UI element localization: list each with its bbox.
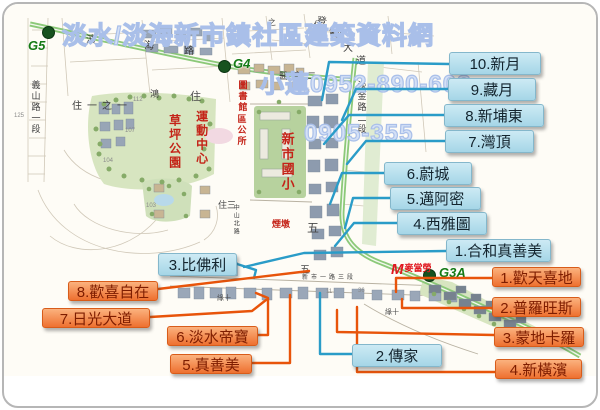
map-label: 103 <box>146 203 157 209</box>
callout-beverly: 3.比佛利 <box>158 253 237 276</box>
callout-weicheng: 6.蔚城 <box>384 162 472 185</box>
map-label: 新市一路三段 <box>302 275 357 281</box>
landmark-label: 草坪公園 <box>167 114 182 170</box>
callout-riguangdadao: 7.日光大道 <box>42 308 150 328</box>
landmark-label: 新市國小 <box>279 132 295 192</box>
map-label: 住三 <box>218 200 237 210</box>
callout-wanding: 7.灣頂 <box>445 130 534 153</box>
callout-miami: 5.邁阿密 <box>390 187 481 210</box>
callout-label: 3.蒙地卡羅 <box>502 329 576 347</box>
station-label: G3A <box>439 265 466 280</box>
station-label: G4 <box>233 56 251 71</box>
callout-label: 1.歡天喜地 <box>500 269 573 287</box>
station-label: G5 <box>28 38 46 53</box>
callout-montecarlo: 3.蒙地卡羅 <box>494 327 584 347</box>
callout-huantianxidi: 1.歡天喜地 <box>492 267 581 287</box>
map-label: 綠十 <box>217 295 231 302</box>
landmark-label: 煙墩 <box>272 219 291 229</box>
map-label: 大 <box>343 43 353 54</box>
map-label: 住 <box>190 91 201 103</box>
callout-cangyue: 9.藏月 <box>448 78 536 101</box>
map-label: 醫專二 <box>279 71 322 81</box>
map-label: 登 <box>317 17 327 28</box>
callout-label: 4.西雅圖 <box>413 216 471 233</box>
callout-label: 4.新橫濱 <box>509 361 568 379</box>
map-label: 五 <box>307 221 320 235</box>
map-label: 125 <box>14 113 25 119</box>
map-label: 112 <box>133 97 143 103</box>
callout-hehezhenshanmei: 1.合和真善美 <box>446 239 551 262</box>
map-label: 路 <box>184 46 194 57</box>
station-dot-icon <box>42 26 55 39</box>
callout-label: 7.日光大道 <box>59 310 133 328</box>
station-dot-icon <box>218 60 231 73</box>
callout-layer: 10.新月 9.藏月 8.新埔東 7.灣頂 6.蔚城 5.邁阿密 4.西雅圖 1.合和真善美 3… <box>4 4 596 406</box>
callout-label: 5.邁阿密 <box>406 191 465 208</box>
map-label: 之一 <box>267 18 277 38</box>
landmark-label: 運動中心 <box>194 110 209 166</box>
callout-label: 8.新埔東 <box>465 108 523 125</box>
map-label: 住一之一 <box>72 101 132 112</box>
map-label: 義山路一段 <box>30 80 41 135</box>
callout-label: 10.新月 <box>469 56 521 73</box>
landmark-label: 區公所 <box>236 114 247 147</box>
map-label: 海 <box>144 41 154 52</box>
map-label: 104 <box>103 158 114 164</box>
callout-xinhengbin: 4.新橫濱 <box>495 359 582 379</box>
callout-label: 6.淡水帝寶 <box>176 328 249 346</box>
map-label: 住五 <box>312 20 323 42</box>
callout-zhenshanmei: 5.真善美 <box>170 354 252 374</box>
callout-danshuidibao: 6.淡水帝寶 <box>167 326 258 346</box>
map-label: 鴻 <box>150 89 160 99</box>
callout-huanxizizai: 8.歡喜自在 <box>68 281 158 301</box>
map-label: 107 <box>125 128 136 134</box>
map-label: 17 <box>303 90 310 96</box>
map-label: 36 <box>358 288 365 294</box>
callout-seattle: 4.西雅圖 <box>397 212 487 235</box>
callout-label: 6.蔚城 <box>406 166 450 183</box>
map-label: 濱 <box>86 35 96 46</box>
callout-label: 2.傳家 <box>375 348 419 365</box>
callout-xinyue: 10.新月 <box>449 52 541 75</box>
callout-chuanjia: 2.傳家 <box>352 344 442 367</box>
landmark-label: 圖書館 <box>237 80 248 113</box>
map-label: 電信 <box>329 28 345 37</box>
map-text-layer: 濱海路義山路一段住一之一醫專二登輝大道淡金路二段中山北路新市一路三段電信鴻之一住… <box>4 4 596 406</box>
map-label: 中山北路 <box>232 204 239 236</box>
callout-label: 3.比佛利 <box>168 257 227 274</box>
map-label: 輝 <box>330 30 340 41</box>
callout-label: 8.歡喜自在 <box>76 283 150 301</box>
callout-label: 2.普羅旺斯 <box>500 299 573 317</box>
callout-label: 7.灣頂 <box>468 134 511 151</box>
callout-xinpudong: 8.新埔東 <box>444 104 544 127</box>
callout-label: 1.合和真善美 <box>454 243 543 260</box>
callout-label: 5.真善美 <box>182 356 240 374</box>
callout-label: 9.藏月 <box>470 82 514 99</box>
callout-provence: 2.普羅旺斯 <box>492 297 581 317</box>
